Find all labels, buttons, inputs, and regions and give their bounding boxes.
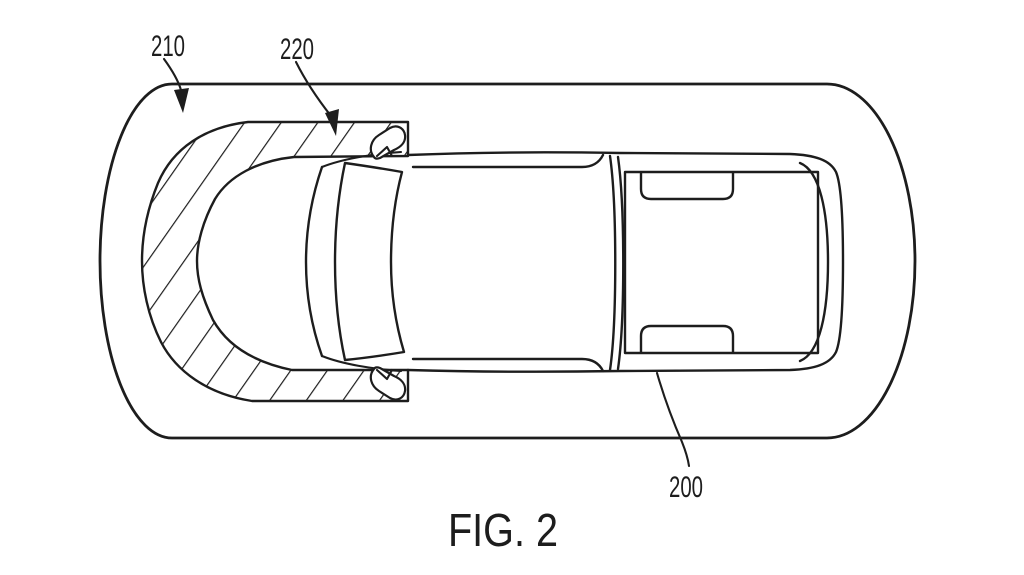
leader-line-200: [655, 371, 691, 468]
windshield: [333, 161, 406, 362]
tailgate-inner-line: [798, 161, 830, 363]
cab-bed-divider-rear: [616, 155, 625, 371]
side-mirror-arm-bottom: [375, 368, 394, 381]
bed-interior-outline: [623, 170, 820, 355]
bed-tab-top: [639, 171, 735, 201]
figure-caption: FIG. 2: [448, 504, 558, 556]
label-200: 200: [669, 471, 703, 504]
cab-roof-rail-bottom: [411, 357, 605, 373]
enclosure-outline: [98, 82, 917, 440]
side-mirror-arm-top: [375, 145, 394, 158]
cab-bed-divider-front: [608, 154, 617, 372]
arrowhead-210: [174, 88, 189, 113]
front-cover-hatched-band: [140, 120, 410, 403]
label-220: 220: [280, 33, 314, 66]
leader-line-210: [162, 57, 183, 92]
side-mirror-bottom: [369, 366, 407, 401]
vehicle-body-outline: [406, 151, 845, 373]
bed-tab-bottom: [639, 324, 735, 354]
leader-line-220: [294, 60, 333, 118]
fender-line-top: [320, 150, 403, 169]
side-mirror-top: [369, 125, 407, 160]
arrowhead-220: [325, 109, 339, 136]
cowl-line: [304, 165, 324, 358]
label-210: 210: [151, 30, 185, 63]
cab-roof-rail-top: [411, 153, 605, 169]
